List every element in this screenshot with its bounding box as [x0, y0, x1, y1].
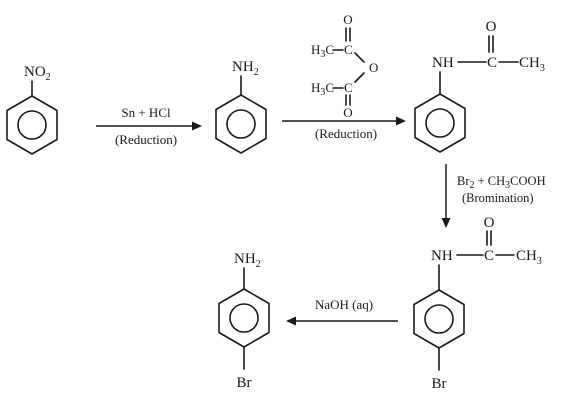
p-bromoaniline-br: Br: [237, 375, 252, 391]
arrowhead-2: [396, 116, 406, 126]
anhydride-o-top: O: [343, 12, 352, 27]
c-o-bond-top: [354, 52, 365, 63]
step4-reagent: NaOH (aq): [315, 297, 373, 312]
arrowhead-1: [192, 121, 202, 131]
benzene-ring: [413, 289, 465, 349]
step1-note: (Reduction): [115, 132, 177, 147]
acetanilide-c: C: [487, 55, 497, 71]
aromatic-circle: [425, 108, 455, 138]
benzene-ring: [218, 288, 270, 348]
p-bromoacetanilide-nh: NH: [431, 248, 453, 264]
amine-group-label: NH2: [232, 59, 259, 78]
anhydride-h3c-top: H3C: [311, 42, 334, 60]
acetanilide-ch3: CH3: [519, 55, 545, 74]
step1-reagent: Sn + HCl: [121, 105, 171, 120]
benzene-ring: [6, 95, 58, 155]
p-bromoacetanilide-c: C: [484, 248, 494, 264]
step3: Br2 + CH3COOH (Bromination): [441, 164, 546, 228]
anhydride-h3c-bottom: H3C: [311, 80, 334, 98]
acetic-anhydride: O H3C C O H3C C O: [311, 12, 378, 120]
benzene-ring: [414, 93, 466, 153]
c-o-bond-bottom: [354, 72, 365, 83]
p-bromoacetanilide-br: Br: [432, 376, 447, 392]
nitrobenzene: NO2: [6, 64, 58, 155]
step2: (Reduction): [282, 116, 406, 141]
anhydride-o-mid: O: [369, 60, 378, 75]
step4: NaOH (aq): [286, 297, 398, 326]
aromatic-circle: [226, 109, 256, 139]
acetanilide-o: O: [486, 19, 497, 35]
step2-note: (Reduction): [315, 126, 377, 141]
aromatic-circle: [17, 110, 47, 140]
aniline: NH2: [215, 59, 267, 154]
p-bromoacetanilide: NH C O CH3 Br: [413, 215, 542, 392]
anhydride-o-bottom: O: [343, 105, 352, 120]
arrowhead-3: [441, 218, 451, 228]
aromatic-circle: [229, 303, 259, 333]
p-bromoaniline: NH2 Br: [218, 251, 270, 391]
p-bromoaniline-nh2: NH2: [234, 251, 261, 270]
acetanilide-nh: NH: [432, 55, 454, 71]
aromatic-circle: [424, 304, 454, 334]
step3-note: (Bromination): [462, 191, 534, 205]
step3-reagent: Br2 + CH3COOH: [457, 174, 546, 191]
step1: Sn + HCl (Reduction): [96, 105, 202, 147]
p-bromoacetanilide-ch3: CH3: [516, 248, 542, 267]
nitro-group-label: NO2: [24, 64, 51, 83]
arrowhead-4: [286, 316, 296, 326]
p-bromoacetanilide-o: O: [484, 215, 495, 231]
anhydride-c-top: C: [344, 42, 353, 57]
benzene-ring: [215, 94, 267, 154]
acetanilide: NH C O CH3: [414, 19, 545, 153]
anhydride-c-bottom: C: [344, 80, 353, 95]
